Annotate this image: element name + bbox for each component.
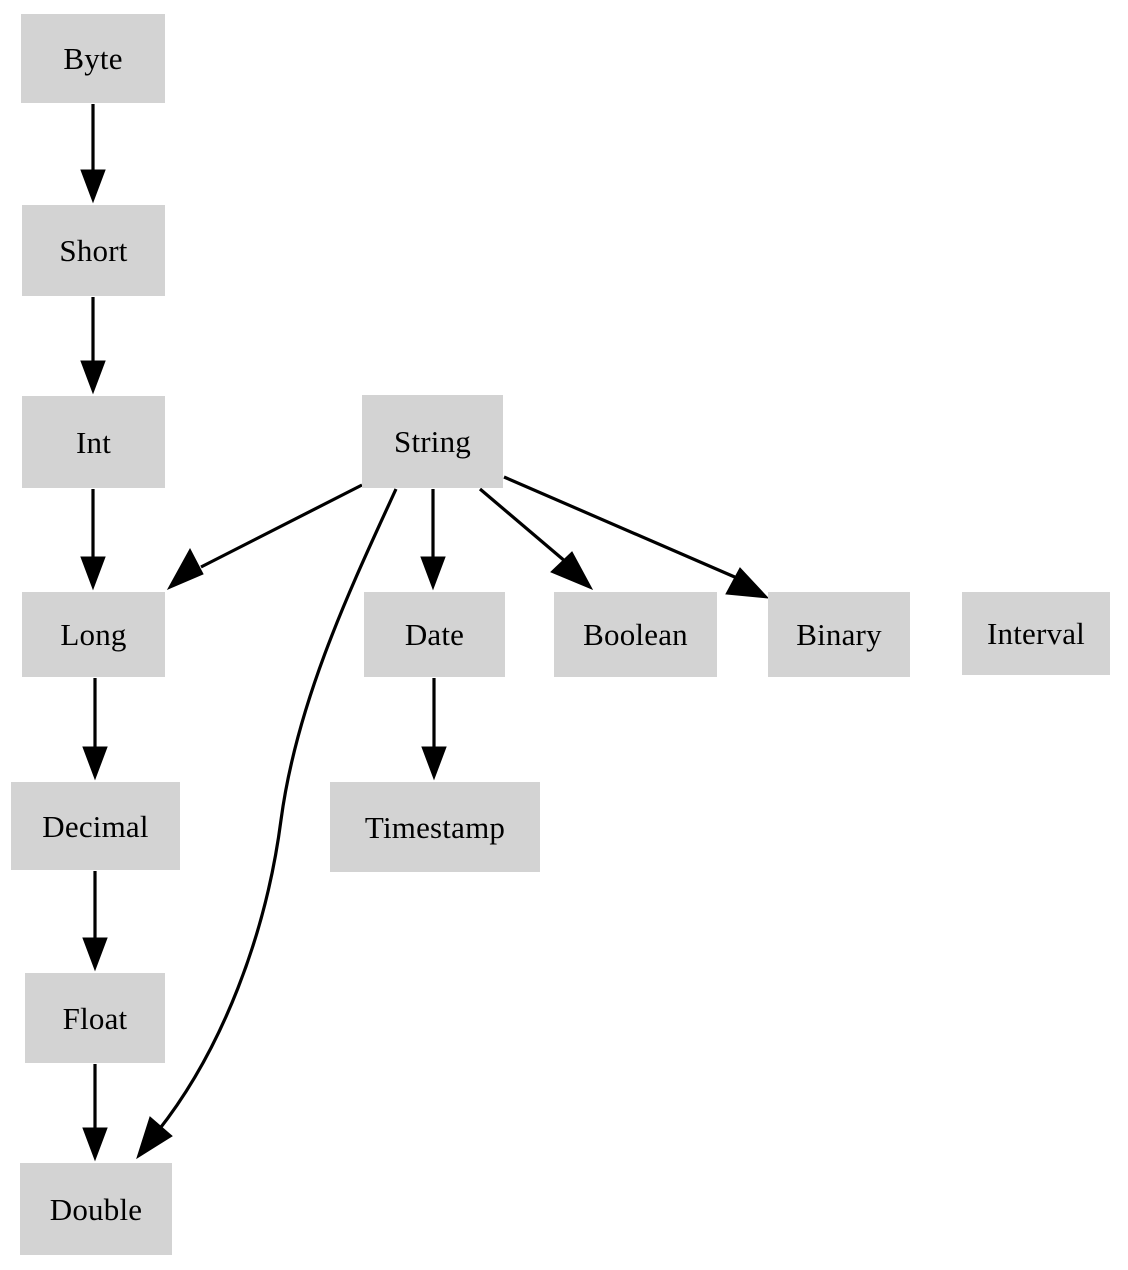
node-float[interactable]: Float: [25, 973, 165, 1063]
edge-date-to-timestamp: [421, 678, 447, 781]
edge-int-to-long: [80, 489, 106, 591]
edge-float-to-double: [82, 1064, 108, 1162]
edge-string-to-long: [166, 483, 363, 591]
edge-decimal-to-float: [82, 871, 108, 972]
node-timestamp[interactable]: Timestamp: [330, 782, 540, 872]
node-byte[interactable]: Byte: [21, 14, 165, 103]
node-interval[interactable]: Interval: [962, 592, 1110, 675]
node-short[interactable]: Short: [22, 205, 165, 296]
edge-string-to-double: [136, 488, 398, 1160]
node-binary[interactable]: Binary: [768, 592, 910, 677]
node-long[interactable]: Long: [22, 592, 165, 677]
node-int[interactable]: Int: [22, 396, 165, 488]
node-decimal[interactable]: Decimal: [11, 782, 180, 870]
edge-byte-to-short: [80, 104, 106, 204]
edge-string-to-boolean: [478, 487, 594, 591]
edge-long-to-decimal: [82, 678, 108, 781]
edge-string-to-date: [420, 489, 446, 591]
node-boolean[interactable]: Boolean: [554, 592, 717, 677]
edge-short-to-int: [80, 297, 106, 395]
node-double[interactable]: Double: [20, 1163, 172, 1255]
edge-string-to-binary: [503, 475, 770, 599]
node-string[interactable]: String: [362, 395, 503, 488]
node-date[interactable]: Date: [364, 592, 505, 677]
